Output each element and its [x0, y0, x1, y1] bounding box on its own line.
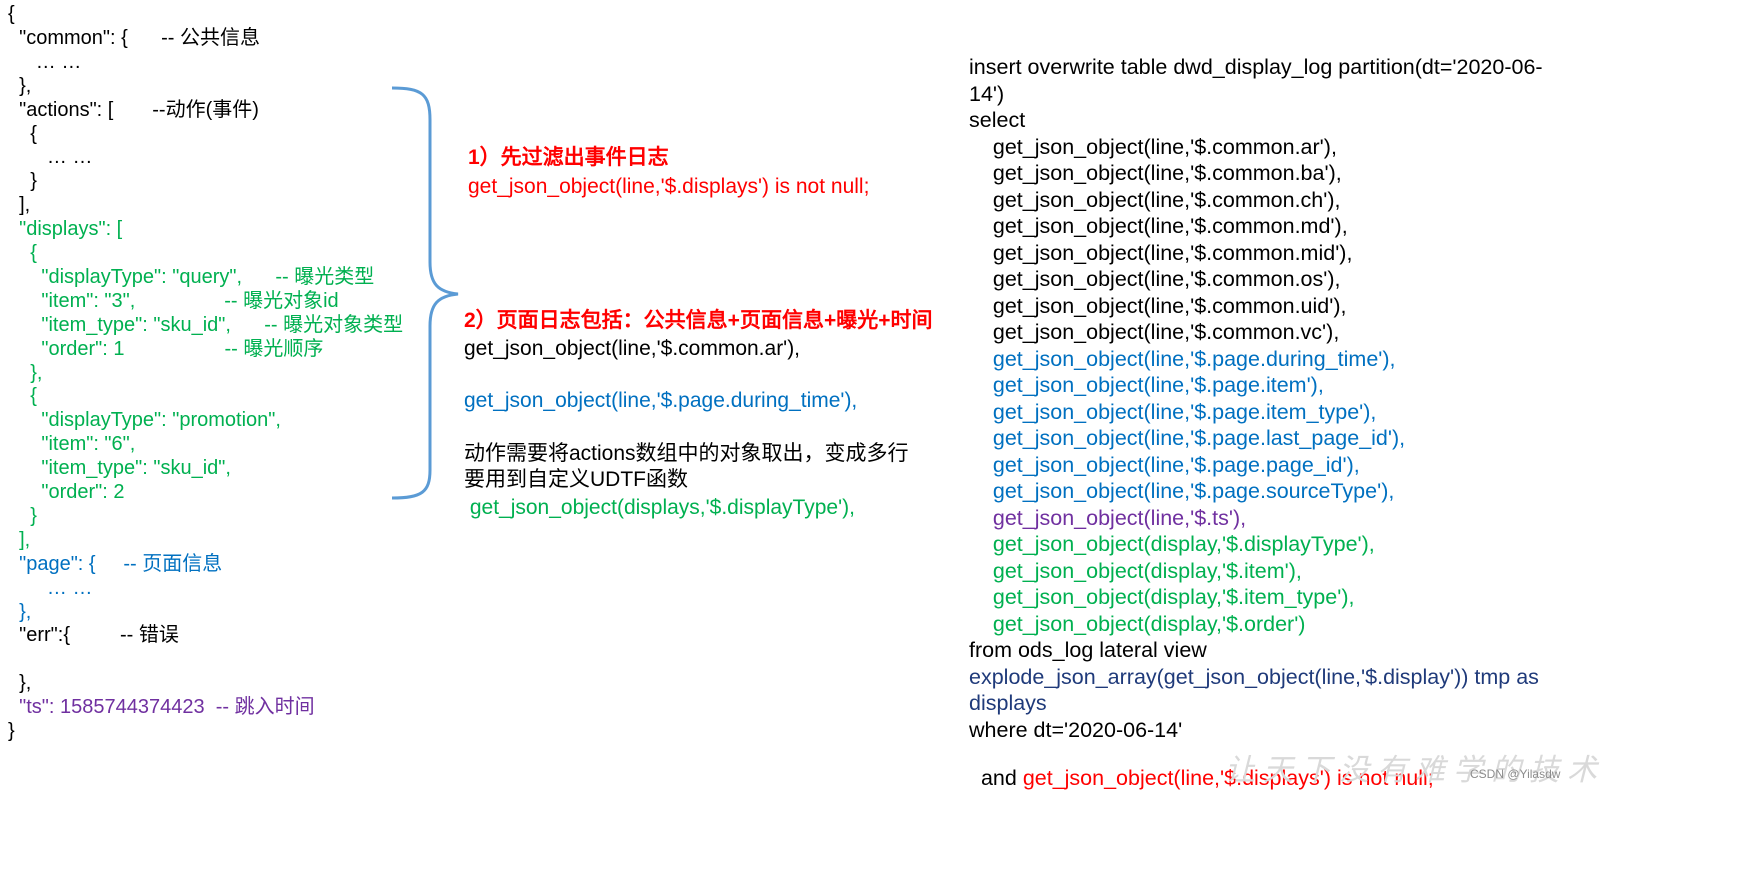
step1-code: get_json_object(line,'$.displays') is no…	[468, 175, 870, 198]
sql-line: get_json_object(line,'$.page.item'),	[969, 373, 1324, 397]
json-line: "item": "6",	[8, 433, 136, 456]
sql-line: displays	[969, 691, 1047, 715]
json-line: "err":{ -- 错误	[8, 624, 179, 647]
json-line: "displayType": "query", -- 曝光类型	[8, 265, 375, 288]
sql-line: get_json_object(line,'$.common.os'),	[969, 267, 1341, 291]
json-line: }	[8, 170, 37, 193]
watermark-credit: CSDN @Yilasdw	[1470, 767, 1561, 781]
sql-line: get_json_object(line,'$.page.page_id'),	[969, 452, 1360, 477]
json-line: "actions": [ --动作(事件)	[8, 98, 259, 121]
step2-code-page: get_json_object(line,'$.page.during_time…	[464, 389, 858, 412]
sql-line: get_json_object(line,'$.common.ar'),	[969, 134, 1337, 159]
json-line: … …	[8, 50, 82, 73]
step2-code-common: get_json_object(line,'$.common.ar'),	[464, 337, 801, 360]
sql-line: get_json_object(line,'$.page.last_page_i…	[969, 426, 1406, 450]
display-code: get_json_object(displays,'$.displayType'…	[464, 496, 855, 519]
json-line: },	[8, 600, 32, 623]
json-line: },	[8, 361, 43, 384]
json-line: ],	[8, 194, 31, 217]
sql-line: from ods_log lateral view	[969, 638, 1207, 662]
json-line: }	[8, 504, 37, 527]
step1-title: 1）先过滤出事件日志	[468, 146, 669, 169]
sql-line: get_json_object(line,'$.common.uid'),	[969, 293, 1347, 318]
json-line: … …	[8, 576, 93, 599]
sql-line: explode_json_array(get_json_object(line,…	[969, 664, 1539, 689]
sql-last-code: get_json_object(line,'$.displays') is no…	[1022, 765, 1434, 790]
sql-line: where dt='2020-06-14'	[969, 717, 1183, 742]
json-line: … …	[8, 146, 93, 169]
json-line: "order": 1 -- 曝光顺序	[8, 337, 324, 360]
json-line: "page": { -- 页面信息	[8, 552, 223, 575]
sql-line: get_json_object(line,'$.ts'),	[969, 505, 1247, 530]
sql-line: get_json_object(display,'$.order')	[969, 611, 1306, 636]
json-line: },	[8, 672, 32, 695]
json-line: {	[8, 242, 37, 264]
sql-line: get_json_object(line,'$.page.item_type')…	[969, 399, 1377, 424]
brace-path	[391, 86, 459, 500]
sql-line: get_json_object(line,'$.common.mid'),	[969, 240, 1353, 265]
json-line: "item_type": "sku_id", -- 曝光对象类型	[8, 313, 404, 336]
sql-last-prefix: and	[980, 765, 1023, 790]
sql-line: get_json_object(display,'$.displayType')…	[969, 532, 1375, 556]
sql-line: get_json_object(display,'$.item'),	[969, 558, 1302, 583]
sql-last-line: and get_json_object(line,'$.displays') i…	[969, 746, 1434, 789]
sql-line: get_json_object(display,'$.item_type'),	[969, 585, 1355, 609]
json-line: "item_type": "sku_id",	[8, 457, 231, 480]
sql-line: 14')	[969, 81, 1005, 106]
json-line: ],	[8, 528, 31, 551]
json-line: "ts": 1585744374423 -- 跳入时间	[8, 696, 315, 719]
note-line-2: 要用到自定义UDTF函数	[464, 468, 688, 491]
sql-line: select	[969, 108, 1026, 132]
sql-line: insert overwrite table dwd_display_log p…	[969, 55, 1543, 79]
json-line: "displayType": "promotion",	[8, 409, 281, 432]
json-line: "order": 2	[8, 481, 125, 503]
sql-line: get_json_object(line,'$.common.vc'),	[969, 320, 1340, 344]
json-line: "displays": [	[8, 218, 123, 241]
json-line: {	[8, 122, 37, 145]
note-line-1: 动作需要将actions数组中的对象取出，变成多行	[464, 442, 909, 465]
json-line: }	[8, 720, 15, 742]
sql-line: get_json_object(line,'$.common.md'),	[969, 214, 1348, 238]
watermark-script: 让天下没有难学的技术	[1225, 753, 1605, 788]
json-line: {	[8, 385, 37, 408]
sql-line: get_json_object(line,'$.page.during_time…	[969, 346, 1396, 371]
step2-title: 2）页面日志包括：公共信息+页面信息+曝光+时间	[464, 309, 933, 332]
sql-line: get_json_object(line,'$.common.ch'),	[969, 187, 1341, 212]
json-line: {	[8, 3, 15, 25]
sql-line: get_json_object(line,'$.page.sourceType'…	[969, 479, 1395, 503]
json-line: },	[8, 74, 32, 97]
json-line: "common": { -- 公共信息	[8, 26, 261, 49]
sql-line: get_json_object(line,'$.common.ba'),	[969, 161, 1342, 185]
json-line: "item": "3", -- 曝光对象id	[8, 289, 339, 312]
